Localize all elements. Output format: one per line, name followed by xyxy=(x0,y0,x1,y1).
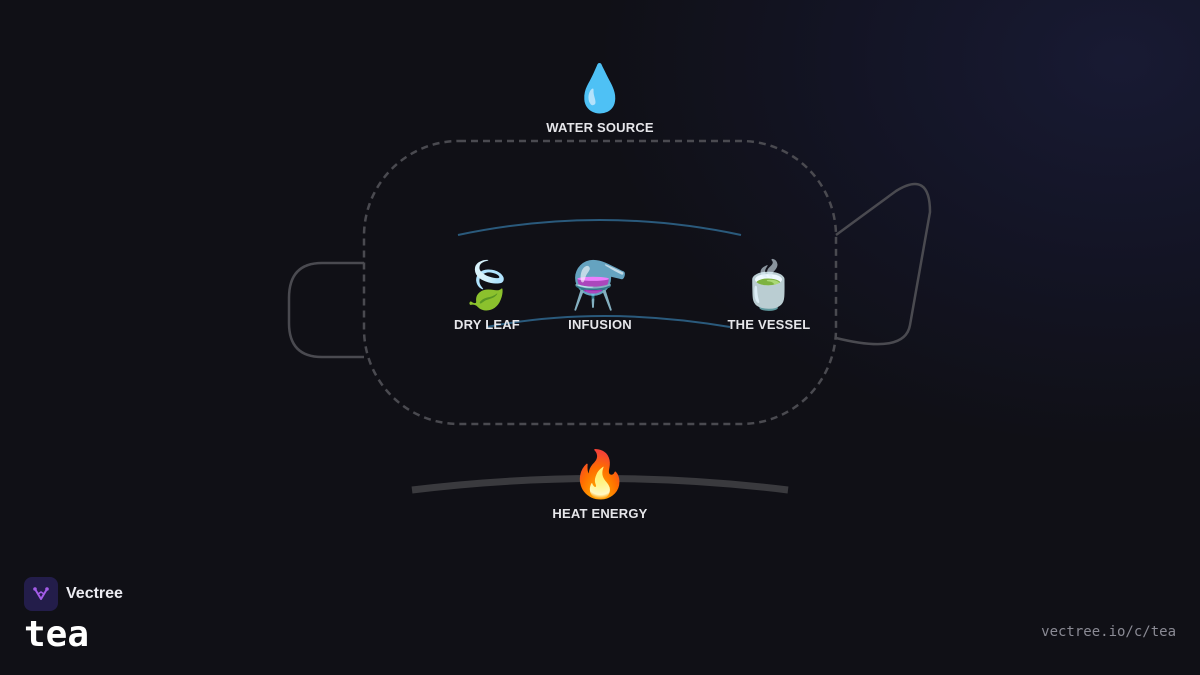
node-label-heat-energy: HEAT ENERGY xyxy=(552,506,648,521)
node-infusion: ⚗️ INFUSION xyxy=(520,257,680,332)
node-the-vessel: 🍵 THE VESSEL xyxy=(689,257,849,332)
teacup-icon: 🍵 xyxy=(740,259,798,311)
node-dry-leaf: 🍃 DRY LEAF xyxy=(407,257,567,332)
teapot-spout xyxy=(835,182,932,346)
node-heat-energy: 🔥 HEAT ENERGY xyxy=(520,446,680,521)
flask-icon: ⚗️ xyxy=(571,259,629,311)
teapot-handle xyxy=(287,261,364,359)
fire-icon: 🔥 xyxy=(571,448,629,500)
water-drop-icon: 💧 xyxy=(571,62,629,114)
node-label-dry-leaf: DRY LEAF xyxy=(454,317,520,332)
node-label-infusion: INFUSION xyxy=(568,317,632,332)
node-water-source: 💧 WATER SOURCE xyxy=(520,60,680,135)
flow-arc-top xyxy=(457,219,742,236)
topic-title: tea xyxy=(24,614,90,655)
flow-arc-bottom xyxy=(486,315,731,328)
leaf-icon: 🍃 xyxy=(458,259,516,311)
heat-bar xyxy=(411,475,789,494)
node-label-water-source: WATER SOURCE xyxy=(546,120,654,135)
vectree-logo-icon xyxy=(24,577,58,611)
vectree-logo-mark xyxy=(33,587,49,600)
node-label-the-vessel: THE VESSEL xyxy=(727,317,811,332)
brand-row: Vectree xyxy=(24,577,123,611)
brand-block: Vectree tea xyxy=(24,577,123,657)
source-url: vectree.io/c/tea xyxy=(1041,624,1176,640)
brand-name: Vectree xyxy=(66,585,123,602)
